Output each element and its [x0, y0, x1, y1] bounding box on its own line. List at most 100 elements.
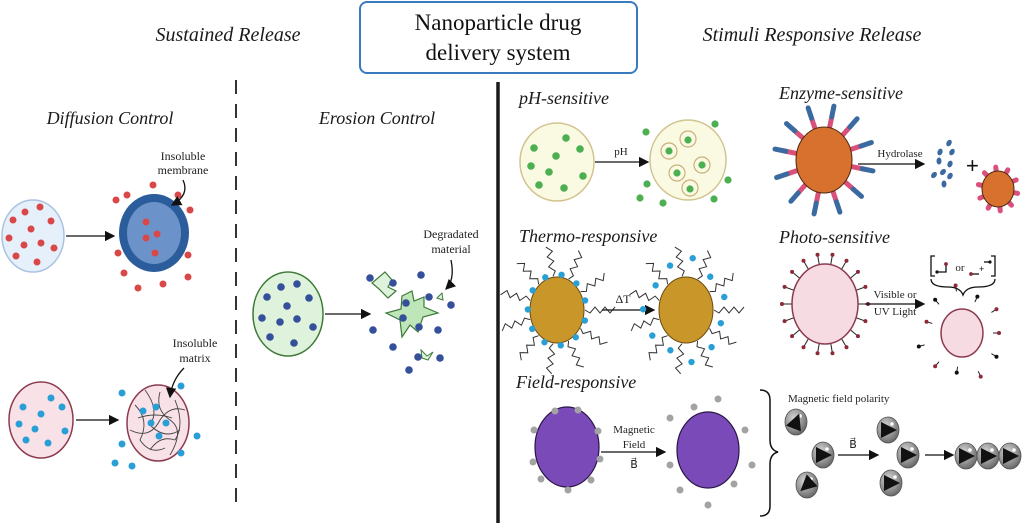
- blue-segment: [859, 166, 876, 174]
- drug-dot: [572, 334, 579, 341]
- plus-sign: +: [966, 153, 979, 178]
- highlight: [968, 448, 972, 452]
- photo-group: [863, 319, 868, 324]
- polymer-chain: [545, 246, 556, 277]
- polymer-chain: [629, 289, 660, 302]
- blue-segment: [811, 200, 819, 217]
- drug-dot: [649, 332, 656, 339]
- pink-segment: [1006, 199, 1015, 208]
- highlight: [990, 448, 994, 452]
- thermo-particle-after: [629, 246, 745, 375]
- photo-particle-after: [916, 283, 1001, 379]
- polymer-chain: [545, 343, 556, 375]
- drug-dot: [639, 306, 647, 313]
- polymer-chain: [645, 262, 669, 285]
- degraded-material-label-1: Degradated: [423, 227, 478, 241]
- polymer-chain: [713, 306, 745, 314]
- polymer-chain: [709, 272, 734, 293]
- title-line-1: Nanoparticle drug: [415, 10, 582, 35]
- field-label: Field: [623, 439, 646, 451]
- polymer-chain: [568, 250, 583, 280]
- magnetic-spheres: [784, 408, 1022, 499]
- visible-or-label: Visible or: [873, 289, 916, 301]
- drug-dot: [688, 358, 695, 366]
- pink-segment: [977, 193, 986, 201]
- diffusion-control-panel: Diffusion Control Insoluble membrane: [1, 108, 217, 470]
- photo-group: [855, 269, 860, 274]
- pink-segment: [985, 202, 993, 211]
- blue-segment: [805, 105, 815, 121]
- photo-group: [844, 258, 849, 263]
- photo-group: [954, 370, 959, 375]
- or-text: or: [955, 262, 965, 274]
- erosion-particle-after: [366, 271, 455, 374]
- matrix-particle-before: [8, 381, 74, 459]
- drug-dots: [5, 203, 58, 266]
- pointer-arrow: [170, 179, 186, 206]
- polarity-arrow: [800, 474, 818, 492]
- photo-group: [855, 334, 860, 339]
- blue-segment: [833, 199, 843, 215]
- photo-group: [801, 258, 806, 263]
- degraded-material-label-2: material: [431, 242, 471, 256]
- drug-dot: [667, 347, 674, 354]
- photo-group: [997, 331, 1001, 335]
- drug-dot: [652, 282, 659, 289]
- pink-segment: [981, 170, 990, 179]
- photo-group: [953, 283, 958, 288]
- curly-brace: [759, 389, 779, 517]
- photo-sensitive-panel: Photo-sensitive Visible or UV Light or +: [778, 227, 1001, 379]
- erosion-control-heading: Erosion Control: [318, 108, 435, 128]
- photo-group: [975, 294, 980, 299]
- membrane-particle-after: [112, 181, 194, 292]
- polymer-chain: [567, 340, 584, 368]
- photo-group: [815, 252, 820, 257]
- polymer-chain: [500, 289, 531, 302]
- photo-group: [780, 302, 784, 306]
- field-responsive-panel: Field-responsive Magnetic Field B⃗ Magne…: [515, 372, 1022, 517]
- pointer-arrow: [165, 367, 185, 399]
- blue-segment: [772, 146, 789, 154]
- photo-sensitive-heading: Photo-sensitive: [778, 227, 890, 247]
- polarity-arrow: [786, 413, 801, 432]
- highlight: [893, 475, 897, 479]
- photo-group: [790, 269, 795, 274]
- field-responsive-heading: Field-responsive: [515, 372, 636, 392]
- photo-group: [815, 351, 820, 356]
- drug-dot: [529, 325, 536, 333]
- pink-segment: [1011, 190, 1021, 196]
- drug-dot: [689, 254, 696, 262]
- blue-segment: [847, 116, 860, 130]
- drug-dot: [717, 319, 725, 327]
- insoluble-membrane-label-2: membrane: [158, 163, 209, 177]
- photo-group: [978, 374, 983, 379]
- polymer-chain: [674, 343, 685, 375]
- photo-particle-before: [780, 252, 870, 356]
- matrix-particle-after: [111, 382, 201, 470]
- magnetic-polarity-label: Magnetic field polarity: [788, 393, 890, 405]
- thermo-core: [658, 276, 714, 344]
- photo-group: [916, 344, 921, 349]
- photo-group: [844, 345, 849, 350]
- erosion-control-panel: Erosion Control Degradated: [252, 108, 479, 374]
- blue-segment: [829, 103, 837, 120]
- thermo-responsive-panel: Thermo-responsive ΔT: [500, 226, 745, 375]
- title-box: Nanoparticle drug delivery system: [359, 1, 638, 74]
- b-vector-label: B⃗: [630, 457, 638, 471]
- polymer-chain: [516, 262, 540, 285]
- thermo-core: [529, 276, 585, 344]
- drug-dot: [529, 287, 536, 294]
- pointer-arrow: [445, 259, 457, 290]
- delta-t-label: ΔT: [615, 292, 631, 306]
- drug-dot: [541, 339, 548, 346]
- drug-dot: [721, 293, 728, 301]
- erosion-particle-before: [252, 271, 324, 357]
- photo-group: [801, 345, 806, 350]
- pink-segment: [975, 182, 985, 188]
- polymer-chain: [580, 272, 605, 293]
- highlight: [890, 422, 894, 426]
- blue-segment: [784, 121, 798, 134]
- ph-sensitive-heading: pH-sensitive: [517, 88, 609, 108]
- blue-segment: [774, 171, 790, 180]
